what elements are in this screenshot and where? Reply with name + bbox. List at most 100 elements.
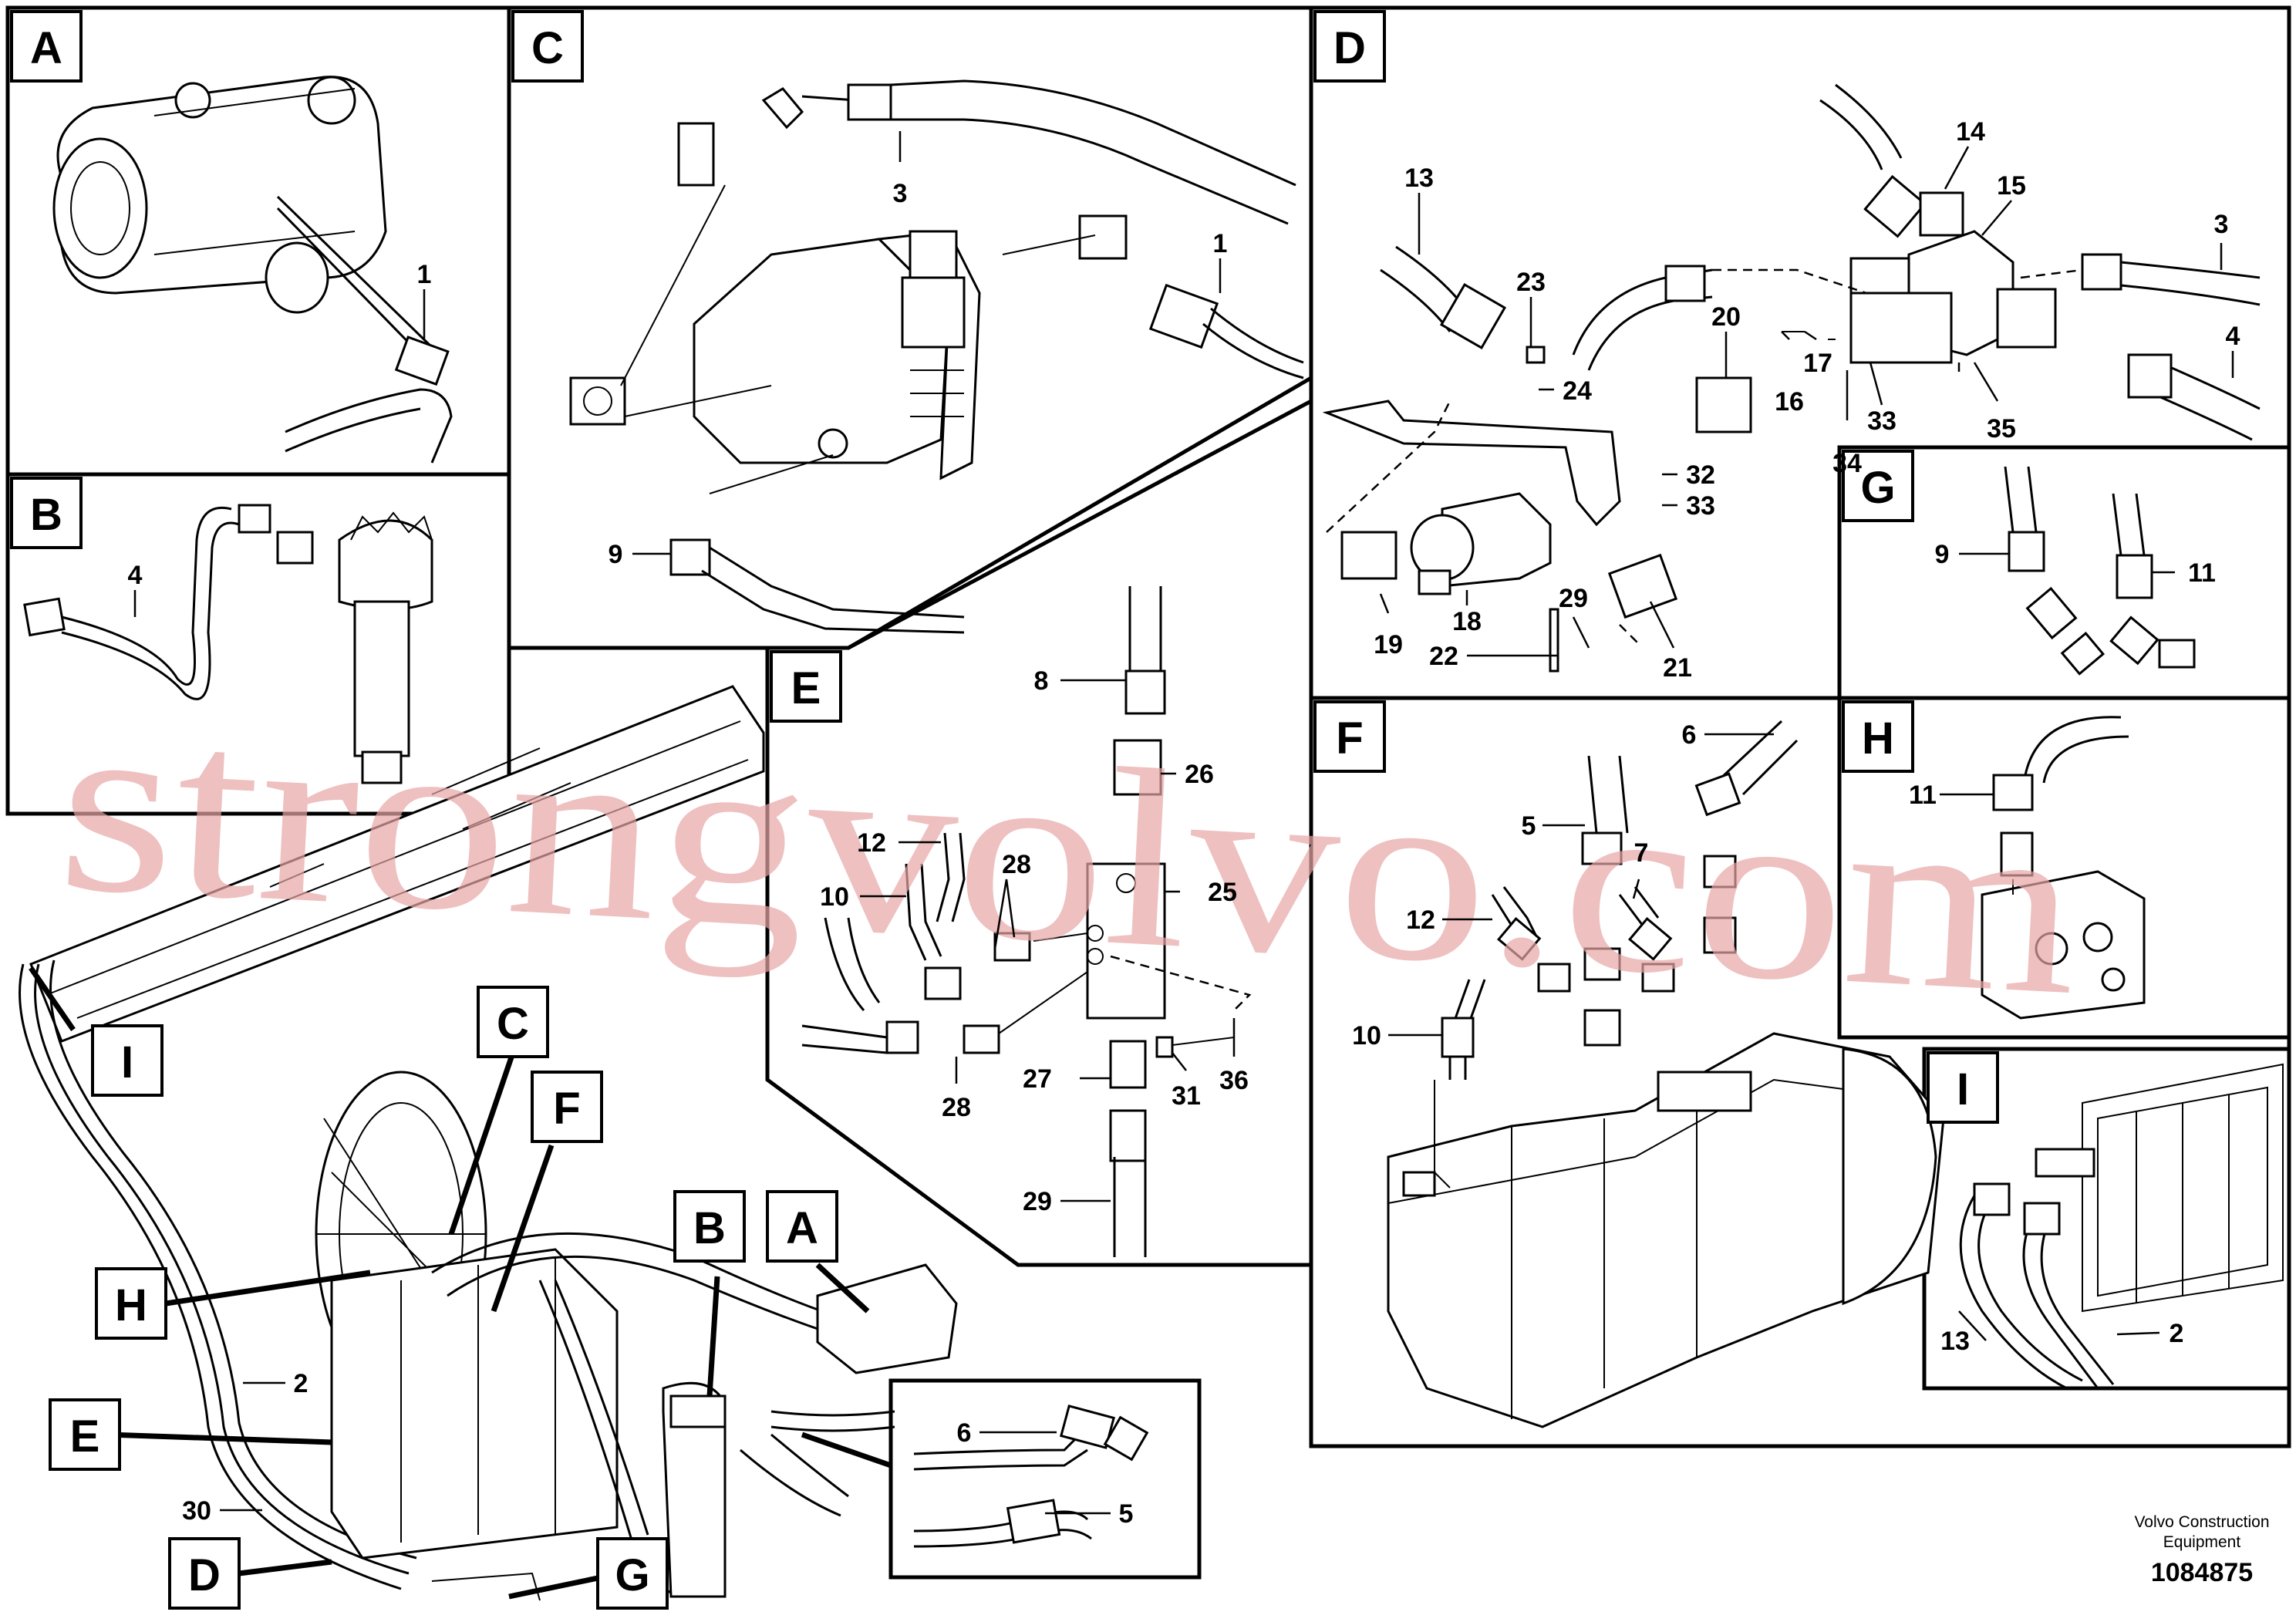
part-label-d-33[interactable]: 33	[1867, 406, 1896, 436]
part-label-d-3[interactable]: 3	[2214, 210, 2229, 239]
panel-f-drawing	[1387, 720, 1945, 1428]
overview-callouts: I C F B A H E D	[29, 966, 892, 1610]
overview-callout-b-label: B	[693, 1203, 726, 1253]
panel-d-badge[interactable]: D	[1313, 10, 1386, 83]
part-label-h-11[interactable]: 11	[1909, 781, 1937, 810]
part-label-d-19[interactable]: 19	[1374, 630, 1403, 659]
overview-callout-d[interactable]: D	[168, 1537, 241, 1610]
part-label-d-14[interactable]: 14	[1956, 117, 1985, 147]
part-label-f-6[interactable]: 6	[1682, 720, 1697, 750]
overview-callout-c-label: C	[497, 999, 529, 1049]
overview-drawing	[19, 685, 958, 1601]
part-label-d-23[interactable]: 23	[1516, 268, 1546, 297]
overview-inset-frame	[888, 1378, 1202, 1580]
part-label-overview-30[interactable]: 30	[182, 1496, 211, 1526]
panel-f-label: F	[1336, 713, 1363, 764]
overview-callout-e[interactable]: E	[49, 1398, 121, 1471]
part-label-e-28-lower[interactable]: 28	[942, 1093, 971, 1122]
part-label-overview-2[interactable]: 2	[294, 1369, 308, 1398]
part-label-e-36[interactable]: 36	[1219, 1066, 1249, 1095]
panel-d-drawing	[1322, 83, 2261, 673]
overview-callout-f[interactable]: F	[531, 1071, 603, 1143]
part-label-e-8[interactable]: 8	[1034, 666, 1049, 696]
panel-h-drawing	[1981, 716, 2146, 1020]
company-name-line1: Volvo Construction	[2134, 1513, 2269, 1531]
part-label-g-11[interactable]: 11	[2188, 558, 2216, 588]
part-label-c-3[interactable]: 3	[893, 179, 908, 208]
part-label-d-17[interactable]: 17	[1803, 349, 1832, 378]
panel-c-drawing	[569, 79, 1304, 634]
part-label-d-32[interactable]: 32	[1686, 460, 1715, 490]
part-label-d-24[interactable]: 24	[1563, 376, 1592, 406]
part-label-inset-5[interactable]: 5	[1119, 1499, 1134, 1529]
part-label-d-29[interactable]: 29	[1559, 584, 1588, 613]
part-label-d-20[interactable]: 20	[1711, 302, 1741, 332]
part-label-d-13[interactable]: 13	[1404, 164, 1434, 193]
panel-a-label: A	[30, 23, 62, 73]
part-label-e-10[interactable]: 10	[820, 882, 849, 912]
panel-c-badge[interactable]: C	[511, 10, 584, 83]
panel-i-badge[interactable]: I	[1927, 1051, 1999, 1124]
panel-c-label: C	[531, 23, 564, 73]
part-label-d-35[interactable]: 35	[1987, 414, 2016, 443]
panel-b-label: B	[30, 490, 62, 540]
part-label-d-16[interactable]: 16	[1775, 387, 1804, 416]
part-label-e-29[interactable]: 29	[1023, 1187, 1052, 1216]
document-number: 1084875	[2151, 1558, 2253, 1587]
part-label-d-34[interactable]: 34	[1832, 449, 1862, 478]
overview-callout-h-label: H	[115, 1280, 147, 1330]
panel-g-badge[interactable]: G	[1842, 450, 1914, 522]
overview-callout-i[interactable]: I	[91, 1024, 164, 1097]
part-label-d-33b[interactable]: 33	[1686, 491, 1715, 521]
part-label-c-1[interactable]: 1	[1213, 229, 1228, 258]
overview-callout-c[interactable]: C	[477, 986, 549, 1058]
part-label-b-4[interactable]: 4	[128, 561, 143, 590]
overview-callout-g-label: G	[615, 1550, 649, 1600]
part-label-g-9[interactable]: 9	[1935, 540, 1950, 569]
panel-g-drawing	[2004, 466, 2196, 676]
part-label-i-2[interactable]: 2	[2170, 1319, 2184, 1348]
part-label-d-15[interactable]: 15	[1997, 171, 2026, 201]
panel-f-badge[interactable]: F	[1313, 700, 1386, 773]
panel-h-badge[interactable]: H	[1842, 700, 1914, 773]
panel-badges: A B C D E F G H	[10, 10, 1999, 1124]
panel-e-drawing	[801, 586, 1252, 1257]
part-label-i-13[interactable]: 13	[1940, 1327, 1970, 1356]
overview-callout-a[interactable]: A	[766, 1190, 838, 1263]
panel-a-badge[interactable]: A	[10, 10, 83, 83]
part-label-c-9[interactable]: 9	[609, 540, 623, 569]
part-label-d-21[interactable]: 21	[1663, 653, 1692, 683]
panel-b-badge[interactable]: B	[10, 477, 83, 549]
panel-b-drawing	[23, 504, 433, 784]
overview-callout-b[interactable]: B	[673, 1190, 746, 1263]
overview-callout-a-label: A	[786, 1203, 818, 1253]
footer: Volvo Construction Equipment 1084875	[2134, 1513, 2269, 1587]
part-label-e-25[interactable]: 25	[1208, 878, 1237, 907]
part-label-inset-6[interactable]: 6	[957, 1418, 972, 1448]
part-label-a-1[interactable]: 1	[417, 260, 432, 289]
part-label-f-5[interactable]: 5	[1522, 811, 1536, 841]
overview-callout-g[interactable]: G	[596, 1537, 669, 1610]
company-name-line2: Equipment	[2163, 1533, 2241, 1551]
overview-callout-h[interactable]: H	[95, 1267, 167, 1340]
part-label-f-10[interactable]: 10	[1352, 1021, 1381, 1050]
part-label-f-7[interactable]: 7	[1634, 838, 1649, 868]
panel-h-frame	[1837, 696, 2291, 1040]
part-label-e-28-upper[interactable]: 28	[1002, 850, 1031, 879]
part-label-e-27[interactable]: 27	[1023, 1064, 1052, 1094]
overview-callout-i-label: I	[121, 1037, 133, 1088]
panel-e-label: E	[791, 663, 821, 713]
part-label-e-26[interactable]: 26	[1185, 760, 1214, 789]
overview-callout-f-label: F	[553, 1084, 580, 1134]
part-label-e-12[interactable]: 12	[857, 828, 886, 858]
part-label-d-4[interactable]: 4	[2226, 322, 2240, 351]
overview-inset-drawing	[913, 1404, 1149, 1548]
part-label-e-31[interactable]: 31	[1172, 1081, 1201, 1111]
part-label-f-12[interactable]: 12	[1406, 905, 1435, 935]
panel-e-badge[interactable]: E	[770, 650, 842, 723]
part-label-d-18[interactable]: 18	[1452, 607, 1482, 636]
part-labels: 1 4 3 1 9 13 23 24 20 14 15 3 4 17 16 33	[128, 117, 2240, 1529]
panel-i-label: I	[1957, 1064, 1969, 1114]
panel-i-drawing	[1959, 1063, 2284, 1390]
part-label-d-22[interactable]: 22	[1429, 642, 1458, 671]
